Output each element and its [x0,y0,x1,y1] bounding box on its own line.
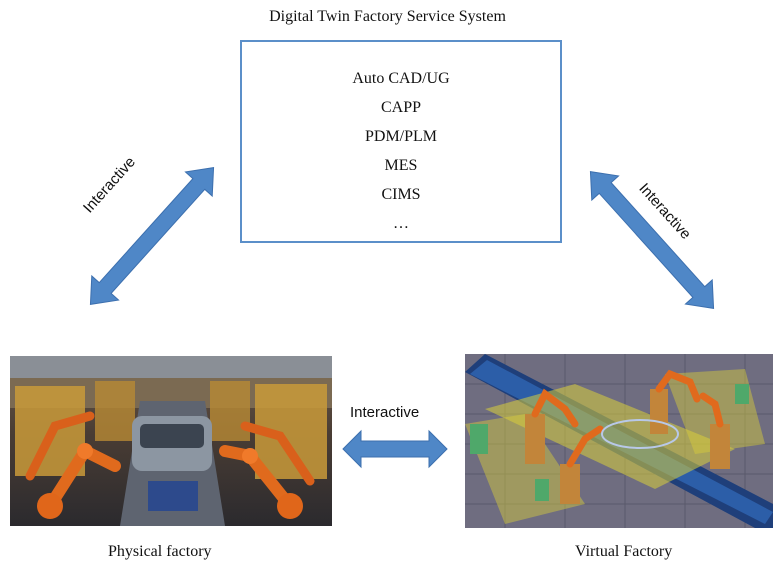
service-item: MES [384,157,418,174]
service-item: PDM/PLM [364,128,438,145]
virtual-factory-caption: Virtual Factory [575,543,673,560]
service-item: CIMS [381,186,421,203]
service-item: Auto CAD/UG [352,70,450,87]
service-item: CAPP [380,99,422,116]
service-system-box: Auto CAD/UG CAPP PDM/PLM MES CIMS … [240,40,562,243]
left-arrow-label: Interactive [80,153,139,217]
virtual-factory-image [465,354,773,528]
service-item: … [393,215,409,232]
diagram-title: Digital Twin Factory Service System [269,8,506,25]
physical-factory-caption: Physical factory [108,543,212,560]
physical-factory-image [10,356,332,526]
bottom-arrow-label: Interactive [350,404,420,421]
service-system-list: Auto CAD/UG CAPP PDM/PLM MES CIMS … [242,64,560,238]
right-arrow-label: Interactive [635,180,695,243]
